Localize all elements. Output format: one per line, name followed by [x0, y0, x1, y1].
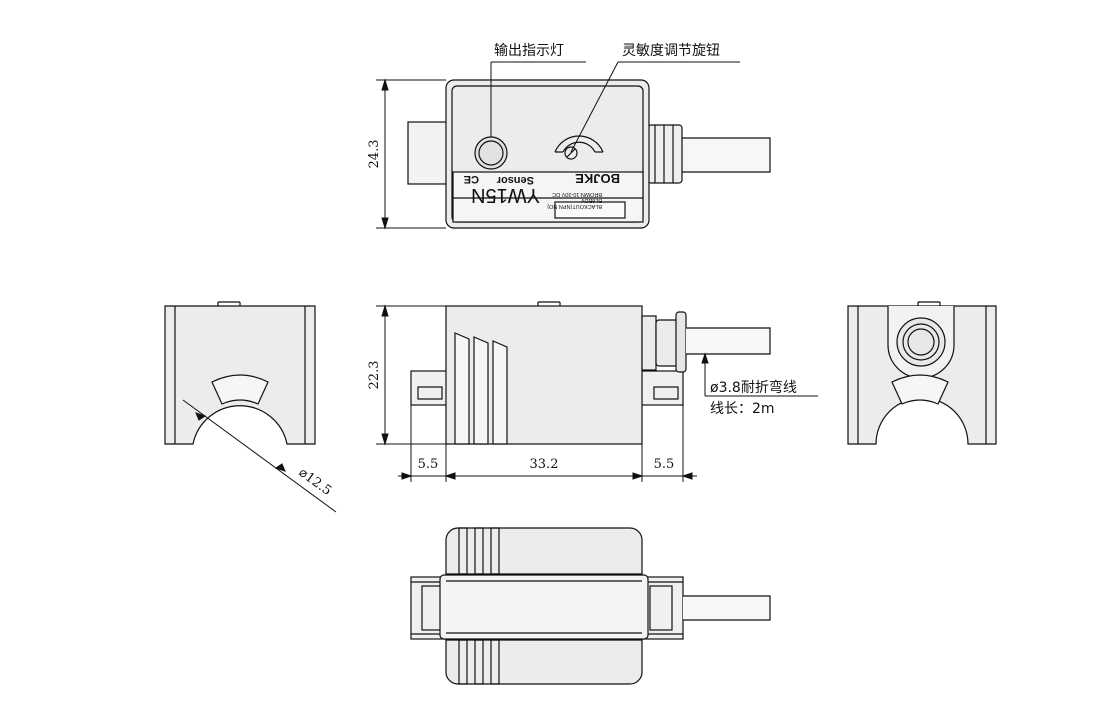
- callout-lines: [490, 61, 740, 153]
- left-end-view: [164, 301, 316, 445]
- dim-diameter-text: ⌀12.5: [296, 465, 335, 499]
- dim-horizontal: [398, 405, 697, 482]
- bottom-view: [410, 527, 771, 685]
- dim-5-5-left-text: 5.5: [418, 457, 439, 472]
- dim-diameter-leader: [182, 399, 337, 513]
- brand-suffix-text: Sensor: [496, 174, 534, 186]
- dim-33-2-text: 33.2: [530, 457, 559, 472]
- dim-24-3-text: 24.3: [367, 140, 382, 169]
- model-text: YW15N: [471, 184, 540, 206]
- front-view: [410, 301, 771, 445]
- sensitivity-knob-label: 灵敏度调节旋钮: [622, 43, 720, 59]
- output-indicator-label: 输出指示灯: [494, 43, 564, 59]
- cable-callout: [701, 352, 818, 397]
- device-print: YW15N BLACKOUT(NPN NO) BL6BDV BROWN:10-3…: [464, 171, 620, 209]
- spec-line-3: BROWN:10-30V DC: [552, 191, 602, 197]
- dim-24-3: [376, 78, 446, 230]
- spec-line-1: BLACKOUT(NPN NO): [547, 203, 602, 209]
- dim-22-3-text: 22.3: [367, 361, 382, 390]
- right-end-view: [847, 301, 997, 445]
- cable-note-line1: ø3.8耐折弯线: [710, 379, 797, 396]
- cable-note-line2: 线长：2m: [710, 401, 775, 417]
- brand-text: BOJKE: [575, 171, 620, 186]
- spec-line-2: BL6BDV: [581, 197, 602, 203]
- top-view: [407, 79, 771, 229]
- ce-mark: CE: [464, 173, 479, 185]
- dim-5-5-right-text: 5.5: [654, 457, 675, 472]
